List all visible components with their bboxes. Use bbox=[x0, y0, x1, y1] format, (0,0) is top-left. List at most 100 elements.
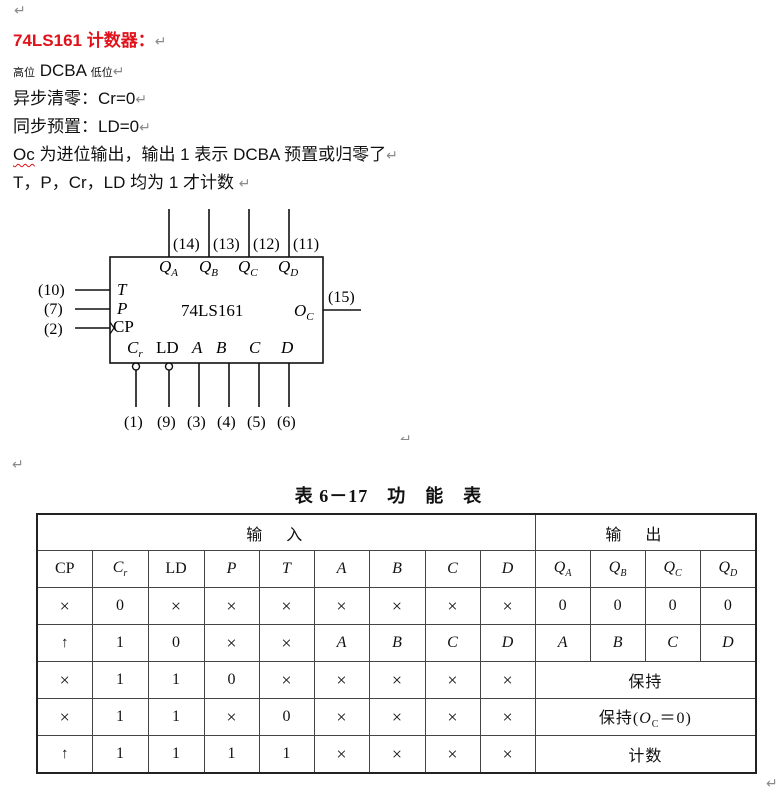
table-cell: × bbox=[368, 735, 426, 774]
paragraph-mark: ↵ bbox=[14, 2, 26, 18]
pin-11: (11) bbox=[293, 236, 319, 253]
table-row-count: ↑ 1 1 1 1 × × × × 计数 bbox=[36, 735, 757, 774]
table-group-header: 输入 输出 bbox=[36, 513, 757, 551]
label-qd: QD bbox=[278, 257, 298, 279]
col-header-c: C bbox=[424, 550, 481, 588]
paragraph-mark: ↵ bbox=[238, 175, 251, 191]
label-qc: QC bbox=[238, 257, 258, 279]
table-cell: D bbox=[699, 624, 757, 662]
table-cell: × bbox=[258, 661, 315, 699]
col-header-a: A bbox=[313, 550, 370, 588]
col-header-cp: CP bbox=[36, 550, 93, 588]
table-row-preset: ↑ 1 0 × × A B C D A B C D bbox=[36, 624, 757, 662]
sync-preset-line: 同步预置：LD=0↵ bbox=[13, 116, 151, 138]
col-header-d: D bbox=[479, 550, 536, 588]
col-header-p: P bbox=[203, 550, 260, 588]
col-header-b: B bbox=[368, 550, 426, 588]
table-cell: × bbox=[36, 661, 93, 699]
col-header-t: T bbox=[258, 550, 315, 588]
table-cell: 1 bbox=[147, 698, 205, 736]
pin-6: (6) bbox=[277, 414, 296, 431]
table-cell: 0 bbox=[589, 587, 646, 625]
label-cr: Cr bbox=[127, 338, 143, 360]
table-cell: × bbox=[258, 624, 315, 662]
col-header-ld: LD bbox=[147, 550, 205, 588]
table-cell: 0 bbox=[91, 587, 149, 625]
col-header-qd: QD bbox=[699, 550, 757, 588]
bit-order-line: 高位 DCBA 低位↵ bbox=[13, 60, 124, 84]
function-table: 输入 输出 CP Cr LD P T A B C D QA QB QC QD ×… bbox=[36, 513, 758, 774]
table-cell: × bbox=[424, 661, 481, 699]
pin-9: (9) bbox=[157, 414, 176, 431]
label-oc: OC bbox=[294, 301, 314, 323]
table-cell: × bbox=[424, 698, 481, 736]
table-row-hold: × 1 1 0 × × × × × 保持 bbox=[36, 661, 757, 699]
pin-12: (12) bbox=[253, 236, 280, 253]
status-hold: 保持 bbox=[534, 661, 757, 699]
pin-4: (4) bbox=[217, 414, 236, 431]
table-cell: 0 bbox=[534, 587, 591, 625]
label-ld: LD bbox=[156, 338, 179, 357]
notes-title: 74LS161 计数器： bbox=[13, 31, 155, 50]
table-cell: × bbox=[479, 735, 536, 774]
table-cell: × bbox=[36, 698, 93, 736]
async-clear-text: 异步清零：Cr=0 bbox=[13, 89, 136, 108]
carry-output-text: 为进位输出，输出 1 表示 DCBA 预置或归零了 bbox=[34, 145, 387, 164]
table-cell: ↑ bbox=[36, 735, 93, 774]
table-cell: × bbox=[36, 587, 93, 625]
table-cell: 0 bbox=[258, 698, 315, 736]
bit-order-letters: DCBA bbox=[35, 61, 91, 80]
table-cell: × bbox=[203, 698, 260, 736]
clock-marker bbox=[109, 321, 115, 335]
table-cell: 0 bbox=[147, 624, 205, 662]
table-cell: × bbox=[424, 735, 481, 774]
pin-1: (1) bbox=[124, 414, 143, 431]
col-header-qb: QB bbox=[589, 550, 646, 588]
paragraph-mark: ↵ bbox=[112, 63, 125, 79]
carry-output-line: Oc 为进位输出，输出 1 表示 DCBA 预置或归零了↵ bbox=[13, 144, 398, 166]
table-cell: × bbox=[479, 661, 536, 699]
table-cell: × bbox=[368, 661, 426, 699]
table-cell: × bbox=[368, 698, 426, 736]
table-cell: 1 bbox=[147, 661, 205, 699]
async-clear-line: 异步清零：Cr=0↵ bbox=[13, 88, 147, 110]
pin-2: (2) bbox=[44, 321, 63, 338]
table-cell: × bbox=[313, 735, 370, 774]
pin-15: (15) bbox=[328, 289, 355, 306]
col-header-qa: QA bbox=[534, 550, 591, 588]
table-column-header: CP Cr LD P T A B C D QA QB QC QD bbox=[36, 550, 757, 588]
notes-title-line: 74LS161 计数器：↵ bbox=[13, 30, 166, 52]
ld-inversion-bubble bbox=[164, 362, 174, 371]
table-cell: × bbox=[479, 698, 536, 736]
table-cell: × bbox=[258, 587, 315, 625]
label-qa: QA bbox=[159, 257, 178, 279]
table-row-clear: × 0 × × × × × × × 0 0 0 0 bbox=[36, 587, 757, 625]
label-qb: QB bbox=[199, 257, 218, 279]
paragraph-mark: ↵ bbox=[400, 431, 412, 440]
table-cell: × bbox=[368, 587, 426, 625]
table-cell: 0 bbox=[699, 587, 757, 625]
table-cell: A bbox=[313, 624, 370, 662]
paragraph-mark: ↵ bbox=[154, 33, 167, 49]
table-cell: × bbox=[313, 698, 370, 736]
table-caption: 表 6－17 功 能 表 bbox=[294, 486, 483, 506]
table-cell: A bbox=[534, 624, 591, 662]
pin-14: (14) bbox=[173, 236, 200, 253]
pin-7: (7) bbox=[44, 301, 63, 318]
table-cell: × bbox=[424, 587, 481, 625]
table-cell: 1 bbox=[203, 735, 260, 774]
bit-order-low: 低位 bbox=[90, 67, 113, 79]
label-b: B bbox=[216, 338, 227, 357]
table-cell: C bbox=[644, 624, 701, 662]
cr-inversion-bubble bbox=[131, 362, 141, 371]
label-t: T bbox=[117, 280, 128, 299]
status-count: 计数 bbox=[534, 735, 757, 774]
pin-5: (5) bbox=[247, 414, 266, 431]
label-a: A bbox=[191, 338, 203, 357]
paragraph-mark: ↵ bbox=[12, 456, 24, 472]
table-cell: × bbox=[313, 661, 370, 699]
output-group-header: 输出 bbox=[534, 513, 757, 551]
table-row-hold-oc: × 1 1 × 0 × × × × 保持(OC＝0) bbox=[36, 698, 757, 736]
count-condition-line: T，P，Cr，LD 均为 1 才计数 ↵ bbox=[13, 172, 250, 194]
label-d: D bbox=[280, 338, 294, 357]
